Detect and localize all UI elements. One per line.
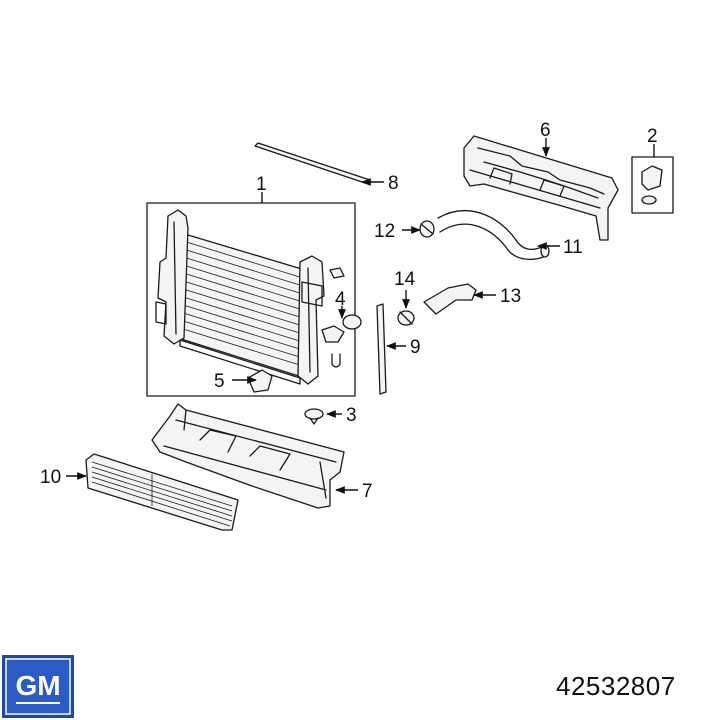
callout-1: 1 [256, 174, 267, 195]
hose-clamp-part [419, 220, 435, 238]
upper-hose-part [437, 210, 550, 261]
upper-baffle-part [463, 135, 619, 241]
small-clamp-part [397, 310, 415, 326]
gm-logo-inner [5, 658, 71, 715]
callout-3: 3 [346, 405, 357, 426]
lower-hose-part [423, 283, 477, 315]
callout-7: 7 [362, 481, 373, 502]
bracket-part [321, 267, 362, 368]
callout-14: 14 [394, 269, 416, 290]
callout-11: 11 [563, 237, 583, 258]
callout-9: 9 [410, 337, 421, 358]
part-number: 42532807 [556, 671, 676, 701]
callout-13: 13 [500, 286, 521, 307]
grille-part [85, 453, 239, 531]
leader-lines [66, 138, 655, 494]
push-pin-part [304, 408, 324, 425]
seal-strip-part [254, 142, 371, 185]
callout-2: 2 [647, 126, 658, 147]
callout-4: 4 [335, 289, 346, 310]
callout-8: 8 [388, 173, 399, 194]
callout-12: 12 [374, 221, 395, 242]
callout-labels: 1 2 3 4 5 6 7 8 9 10 11 12 13 14 [40, 120, 658, 502]
gm-logo: GM [2, 655, 74, 718]
radiator-part [146, 202, 356, 397]
lower-frame-part [151, 403, 345, 509]
callout-6: 6 [540, 120, 551, 141]
clip-part [631, 156, 674, 214]
callout-10: 10 [40, 467, 61, 488]
callout-5: 5 [214, 371, 225, 392]
mount-part [247, 369, 273, 393]
vertical-seal-part [376, 303, 387, 395]
gm-logo-text: GM [15, 670, 60, 701]
